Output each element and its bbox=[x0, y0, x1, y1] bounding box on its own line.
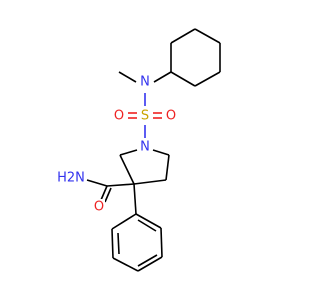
bond bbox=[100, 185, 108, 201]
bond bbox=[194, 71, 221, 87]
label-background bbox=[113, 108, 125, 123]
bond bbox=[133, 179, 167, 185]
molecule-structure: N S O O N H2N O bbox=[57, 28, 221, 272]
bond bbox=[137, 254, 158, 267]
bond bbox=[104, 187, 112, 203]
atom-labels: N S O O N H2N O bbox=[57, 75, 177, 215]
bond bbox=[135, 213, 162, 229]
bond bbox=[112, 257, 139, 272]
bond bbox=[119, 154, 135, 185]
amine-substituents bbox=[118, 71, 172, 106]
bond bbox=[194, 28, 221, 44]
cyclohexyl-ring bbox=[170, 28, 221, 87]
bond bbox=[117, 232, 120, 255]
bond bbox=[133, 183, 137, 215]
sulfonyl-bonds bbox=[128, 112, 162, 138]
label-background bbox=[139, 140, 151, 155]
pyrrolidine-ring bbox=[119, 149, 170, 185]
bond bbox=[118, 71, 137, 83]
bond bbox=[86, 179, 108, 187]
sulfonyl-oxygen-left-label: O bbox=[114, 109, 124, 124]
phenyl-ring bbox=[111, 183, 163, 272]
carboxamide-group bbox=[86, 179, 135, 203]
bond bbox=[165, 154, 170, 181]
bond bbox=[111, 213, 137, 230]
amide-oxygen-label: O bbox=[94, 200, 104, 215]
label-background bbox=[139, 108, 151, 123]
label-background bbox=[93, 199, 105, 214]
bond bbox=[160, 227, 163, 258]
bond bbox=[170, 28, 196, 44]
bond bbox=[153, 71, 172, 83]
amide-nh2-label: H2N bbox=[57, 171, 85, 186]
bond bbox=[111, 228, 114, 259]
label-background bbox=[165, 108, 177, 123]
methyl-nitrogen-label: N bbox=[140, 75, 150, 90]
bond bbox=[152, 149, 170, 156]
ring-nitrogen-label: N bbox=[140, 140, 150, 155]
sulfonyl-oxygen-right-label: O bbox=[166, 109, 176, 124]
bond bbox=[137, 219, 157, 232]
bond bbox=[170, 71, 196, 87]
bond bbox=[119, 149, 138, 156]
label-background bbox=[139, 75, 151, 90]
bond bbox=[137, 256, 163, 272]
bond bbox=[106, 183, 135, 187]
sulfur-label: S bbox=[141, 109, 149, 124]
